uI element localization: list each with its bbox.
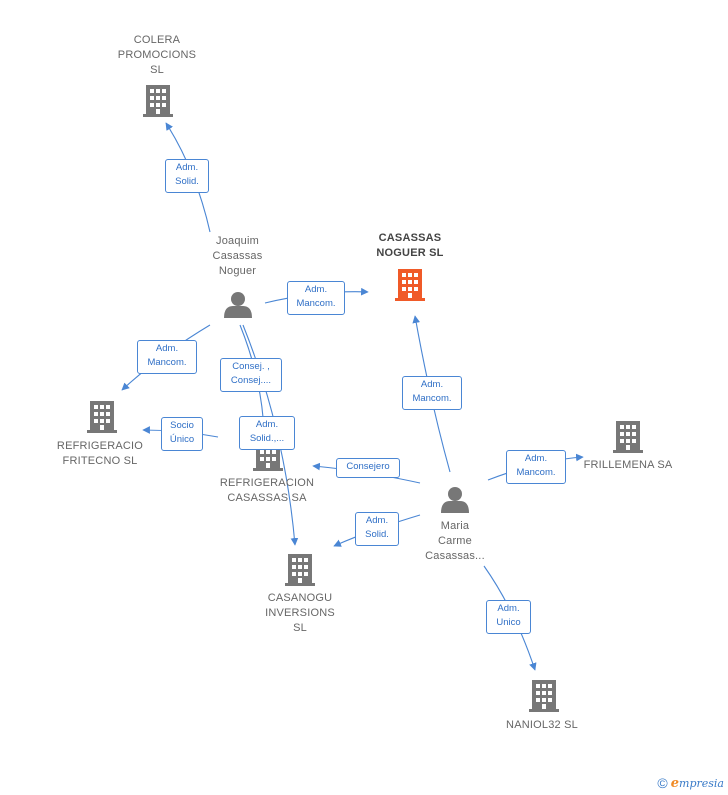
edge-label-adm-mancom[interactable]: Adm. Mancom. xyxy=(506,450,566,484)
node-joaquim-label[interactable]: Joaquim Casassas Noguer xyxy=(212,235,263,277)
building-icon[interactable] xyxy=(285,554,315,586)
edge-label-adm-solid[interactable]: Adm. Solid. xyxy=(355,512,399,546)
edge-label-adm-solid[interactable]: Adm. Solid. xyxy=(165,159,209,193)
edge-label-consej[interactable]: Consej. , Consej.... xyxy=(220,358,282,392)
node-refrig-fritecno-label[interactable]: REFRIGERACIO FRITECNO SL xyxy=(56,440,144,467)
building-icon[interactable] xyxy=(529,680,559,712)
edge-label-adm-unico[interactable]: Adm. Unico xyxy=(486,600,531,634)
edge-label-adm-mancom[interactable]: Adm. Mancom. xyxy=(137,340,197,374)
empresia-logo: © empresia xyxy=(657,775,724,791)
copyright-icon: © xyxy=(657,775,668,791)
edge-label-adm-mancom[interactable]: Adm. Mancom. xyxy=(402,376,462,410)
building-icon[interactable] xyxy=(395,269,425,301)
building-icon[interactable] xyxy=(87,401,117,433)
node-maria-label[interactable]: Maria Carme Casassas... xyxy=(425,520,485,562)
node-colera-label[interactable]: COLERA PROMOCIONS SL xyxy=(117,34,197,76)
edge-label-socio-unico[interactable]: Socio Único xyxy=(161,417,203,451)
building-icon[interactable] xyxy=(613,421,643,453)
node-refrig-casassas-label[interactable]: REFRIGERACION CASASSAS SA xyxy=(219,477,315,504)
edge-label-adm-mancom[interactable]: Adm. Mancom. xyxy=(287,281,345,315)
edge-label-consejero[interactable]: Consejero xyxy=(336,458,400,478)
building-icon[interactable] xyxy=(143,85,173,117)
node-naniol-label[interactable]: NANIOL32 SL xyxy=(506,719,578,731)
node-casassas-label[interactable]: CASASSAS NOGUER SL xyxy=(376,232,444,259)
person-icon[interactable] xyxy=(224,292,252,318)
edge-label-adm-solid[interactable]: Adm. Solid.,... xyxy=(239,416,295,450)
node-casanogu-label[interactable]: CASANOGU INVERSIONS SL xyxy=(265,592,335,634)
node-frillemena-label[interactable]: FRILLEMENA SA xyxy=(583,459,673,471)
person-icon[interactable] xyxy=(441,487,469,513)
